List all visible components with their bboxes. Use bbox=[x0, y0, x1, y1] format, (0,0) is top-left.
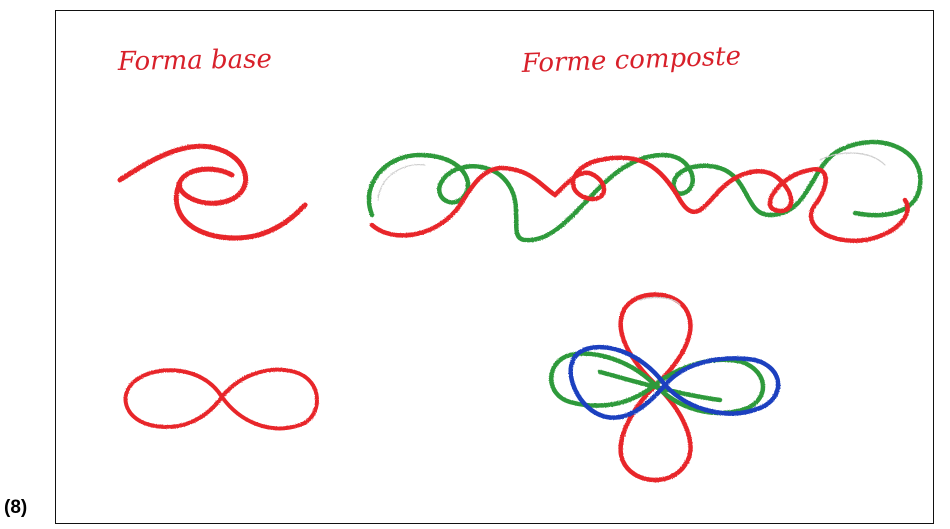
composite-knot bbox=[549, 292, 781, 483]
base-s-curve bbox=[117, 143, 308, 241]
drawing-frame bbox=[55, 10, 934, 524]
figure-label: (8) bbox=[4, 497, 28, 518]
heading-composite: Forme composte bbox=[520, 41, 741, 79]
heading-base: Forma base bbox=[117, 44, 272, 77]
base-infinity bbox=[123, 367, 319, 431]
composite-chain bbox=[366, 139, 923, 244]
